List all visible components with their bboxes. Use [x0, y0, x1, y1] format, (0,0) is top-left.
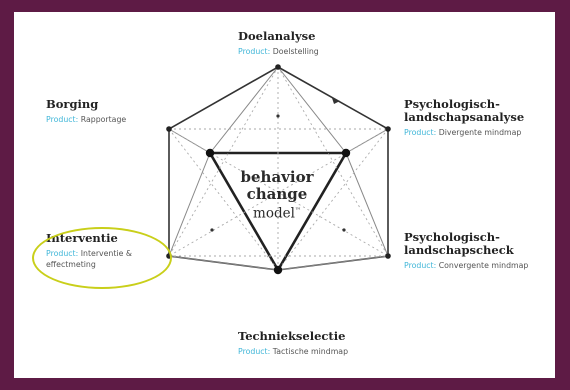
- connector-lines: [168, 66, 389, 271]
- node-title: Doelanalyse: [238, 29, 316, 43]
- node-title: Psychologisch- landschapsanalyse: [404, 97, 525, 124]
- product-value: Convergente mindmap: [438, 261, 529, 270]
- product-label: Product:: [238, 347, 271, 356]
- node-landschapsanalyse: Psychologisch- landschapsanalyse Product…: [404, 98, 524, 138]
- dotted-lines: [168, 66, 389, 271]
- trademark-symbol: ™: [294, 207, 301, 214]
- center-line-behavior: behavior: [240, 168, 314, 186]
- node-title: Borging: [46, 97, 99, 111]
- node-techniekselectie: Techniekselectie Product: Tactische mind…: [238, 330, 348, 357]
- node-product: Product: Convergente mindmap: [404, 260, 528, 271]
- node-title: Psychologisch- landschapscheck: [404, 230, 514, 257]
- node-doelanalyse: Doelanalyse Product: Doelstelling: [238, 30, 319, 57]
- product-value: Tactische mindmap: [272, 347, 349, 356]
- product-label: Product:: [46, 115, 79, 124]
- behavior-change-model-diagram: [166, 64, 391, 275]
- center-line-model: model™: [237, 203, 317, 222]
- center-title: behavior change model™: [237, 169, 317, 222]
- interventie-highlight-ellipse: [32, 227, 172, 289]
- triangle-vertex-dots: [205, 148, 351, 275]
- diagram-card: behavior change model™ Doelanalyse Produ…: [14, 12, 555, 378]
- center-model-word: model: [253, 205, 295, 222]
- product-value: Doelstelling: [272, 47, 319, 56]
- flow-arrow-icon: [332, 98, 340, 104]
- product-label: Product:: [404, 261, 437, 270]
- product-value: Rapportage: [80, 115, 127, 124]
- node-product: Product: Rapportage: [46, 114, 126, 125]
- outer-vertex-dots: [166, 64, 391, 259]
- node-borging: Borging Product: Rapportage: [46, 98, 126, 125]
- product-label: Product:: [404, 128, 437, 137]
- node-product: Product: Tactische mindmap: [238, 346, 348, 357]
- product-value: Divergente mindmap: [438, 128, 522, 137]
- node-product: Product: Divergente mindmap: [404, 127, 524, 138]
- node-product: Product: Doelstelling: [238, 46, 319, 57]
- node-title: Techniekselectie: [238, 329, 346, 343]
- center-line-change: change: [246, 185, 308, 203]
- product-label: Product:: [238, 47, 271, 56]
- inner-dots: [210, 114, 346, 232]
- node-landschapscheck: Psychologisch- landschapscheck Product: …: [404, 231, 528, 271]
